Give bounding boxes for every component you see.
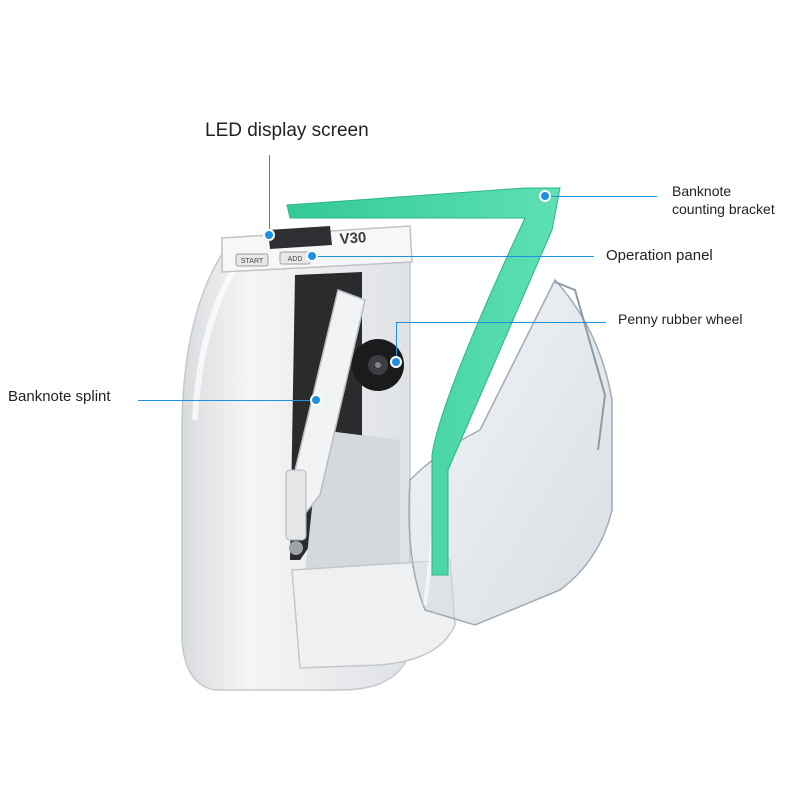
splint-marker	[312, 396, 320, 404]
rubber-wheel-marker	[392, 358, 400, 366]
banknote-splint	[285, 289, 366, 555]
counting-bracket-label-line1: Banknote	[672, 183, 732, 199]
rubber-wheel-leader	[396, 322, 606, 323]
led-display-label: LED display screen	[205, 120, 369, 141]
operation-panel: START ADD	[235, 251, 311, 267]
led-display-leader	[269, 155, 270, 235]
counting-bracket-label: Banknote counting bracket	[672, 183, 775, 218]
splint-label: Banknote splint	[8, 388, 111, 405]
rubber-wheel-label: Penny rubber wheel	[618, 311, 743, 327]
rubber-wheel-leader-drop	[396, 322, 397, 362]
counting-bracket-leader	[547, 196, 657, 197]
counting-bracket	[286, 187, 561, 576]
base-lip	[291, 559, 456, 669]
led-display: V30	[268, 226, 367, 249]
add-button-label: ADD	[288, 256, 303, 263]
operation-panel-label: Operation panel	[606, 247, 713, 264]
counting-bracket-label-line2: counting bracket	[672, 200, 775, 217]
operation-panel-marker	[308, 252, 316, 260]
led-display-marker	[265, 231, 273, 239]
counting-bracket-marker	[541, 192, 549, 200]
operation-panel-leader	[312, 256, 594, 257]
model-label: V30	[339, 229, 367, 248]
splint-leader	[138, 400, 313, 401]
start-button-label: START	[241, 258, 264, 265]
start-button[interactable]	[235, 253, 269, 267]
